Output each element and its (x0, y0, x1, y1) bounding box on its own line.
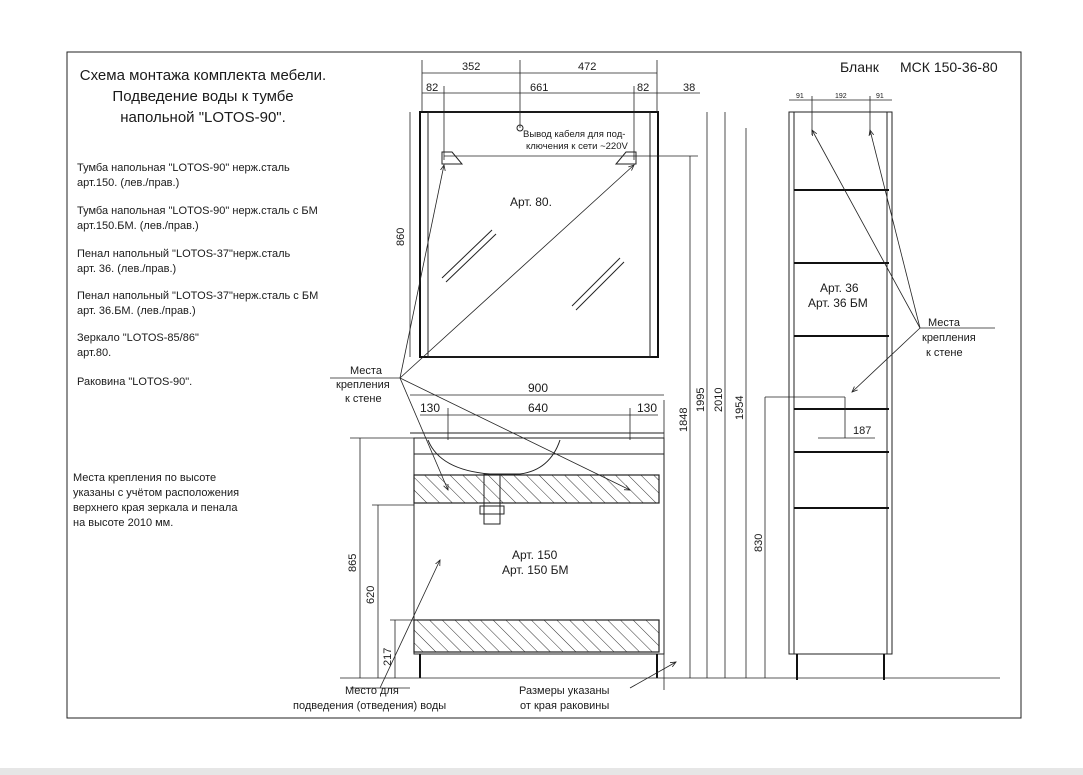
height-note-line-2: указаны с учётом расположения (73, 487, 239, 499)
form-code: МСК 150-36-80 (900, 59, 998, 75)
items-list: Тумба напольная "LOTOS-90" нерж.сталь ар… (77, 162, 318, 388)
form-label: Бланк (840, 59, 880, 75)
dim-1995: 1995 (695, 388, 707, 412)
mount-right-label-3: к стене (926, 347, 963, 359)
cabinet-label-1: Арт. 150 (512, 548, 558, 562)
mirror (419, 111, 659, 358)
dim-830: 830 (753, 534, 765, 552)
dim-130-right: 130 (637, 401, 657, 415)
top-hatch-panel (413, 474, 660, 504)
cable-label-1: Вывод кабеля для под- (523, 129, 625, 140)
dim-130-left: 130 (420, 401, 440, 415)
height-note-line-1: Места крепления по высоте (73, 472, 216, 484)
tower-cabinet (788, 111, 893, 680)
tower-label-2: Арт. 36 БМ (808, 296, 868, 310)
dim-82-left: 82 (426, 82, 438, 94)
dim-217: 217 (382, 648, 394, 666)
item-5-line-2: арт.80. (77, 347, 111, 359)
dim-91-left: 91 (796, 93, 804, 100)
item-1-line-1: Тумба напольная "LOTOS-90" нерж.сталь (77, 162, 290, 174)
sheet-border (66, 51, 1022, 719)
height-note-line-3: верхнего края зеркала и пенала (73, 502, 238, 514)
item-5-line-1: Зеркало "LOTOS-85/86" (77, 332, 199, 344)
dim-472: 472 (578, 61, 596, 73)
cabinet-label-2: Арт. 150 БМ (502, 563, 568, 577)
title-line-2: Подведение воды к тумбе (112, 88, 293, 105)
mount-left-label-2: крепления (336, 379, 390, 391)
callout-leaders (330, 130, 995, 689)
sizes-note-2: от края раковины (520, 700, 609, 712)
mirror-label: Арт. 80. (510, 195, 552, 209)
dim-620: 620 (365, 586, 377, 604)
item-4-line-1: Пенал напольный "LOTOS-37"нерж.сталь с Б… (77, 290, 318, 302)
dim-860: 860 (395, 228, 407, 246)
height-note-line-4: на высоте 2010 мм. (73, 517, 173, 529)
bottom-hatch-panel (413, 619, 660, 653)
dim-865: 865 (347, 554, 359, 572)
title-block: Схема монтажа комплекта мебели. Подведен… (80, 67, 326, 126)
item-2-line-1: Тумба напольная "LOTOS-90" нерж.сталь с … (77, 205, 318, 217)
dim-187: 187 (853, 425, 871, 437)
sink-basin (427, 439, 561, 475)
vanity-cabinet (410, 432, 665, 678)
item-3-line-2: арт. 36. (лев./прав.) (77, 263, 176, 275)
mount-left-label-1: Места (350, 365, 383, 377)
dim-38: 38 (683, 82, 695, 94)
mount-right-label-1: Места (928, 317, 961, 329)
dim-640: 640 (528, 401, 548, 415)
item-6-line-1: Раковина "LOTOS-90". (77, 376, 192, 388)
title-line-3: напольной "LOTOS-90". (120, 109, 286, 126)
dim-2010: 2010 (713, 388, 725, 412)
mount-right-label-2: крепления (922, 332, 976, 344)
dim-352: 352 (462, 61, 480, 73)
bottom-strip (0, 768, 1083, 775)
item-1-line-2: арт.150. (лев./прав.) (77, 177, 179, 189)
mount-left-label-3: к стене (345, 393, 382, 405)
mirror-top-dimensions (421, 60, 700, 160)
dim-1954: 1954 (734, 396, 746, 420)
item-2-line-2: арт.150.БМ. (лев./прав.) (77, 220, 199, 232)
mirror-bracket-left (441, 151, 464, 165)
tower-label-1: Арт. 36 (820, 281, 859, 295)
item-3-line-1: Пенал напольный "LOTOS-37"нерж.сталь (77, 248, 291, 260)
dim-900: 900 (528, 381, 548, 395)
water-label-1: Место для (345, 685, 399, 697)
item-4-line-2: арт. 36.БМ. (лев./прав.) (77, 305, 196, 317)
cable-label-2: ключения к сети ~220V (526, 141, 629, 152)
water-label-2: подведения (отведения) воды (293, 700, 446, 712)
dim-192: 192 (835, 93, 847, 100)
height-note: Места крепления по высоте указаны с учёт… (73, 472, 239, 529)
sizes-note-1: Размеры указаны (519, 685, 610, 697)
dim-82-right: 82 (637, 82, 649, 94)
dim-1848: 1848 (678, 408, 690, 432)
dim-661: 661 (530, 82, 548, 94)
mirror-bracket-right (614, 151, 637, 165)
siphon (483, 473, 501, 525)
title-line-1: Схема монтажа комплекта мебели. (80, 67, 326, 84)
dim-91-right: 91 (876, 93, 884, 100)
